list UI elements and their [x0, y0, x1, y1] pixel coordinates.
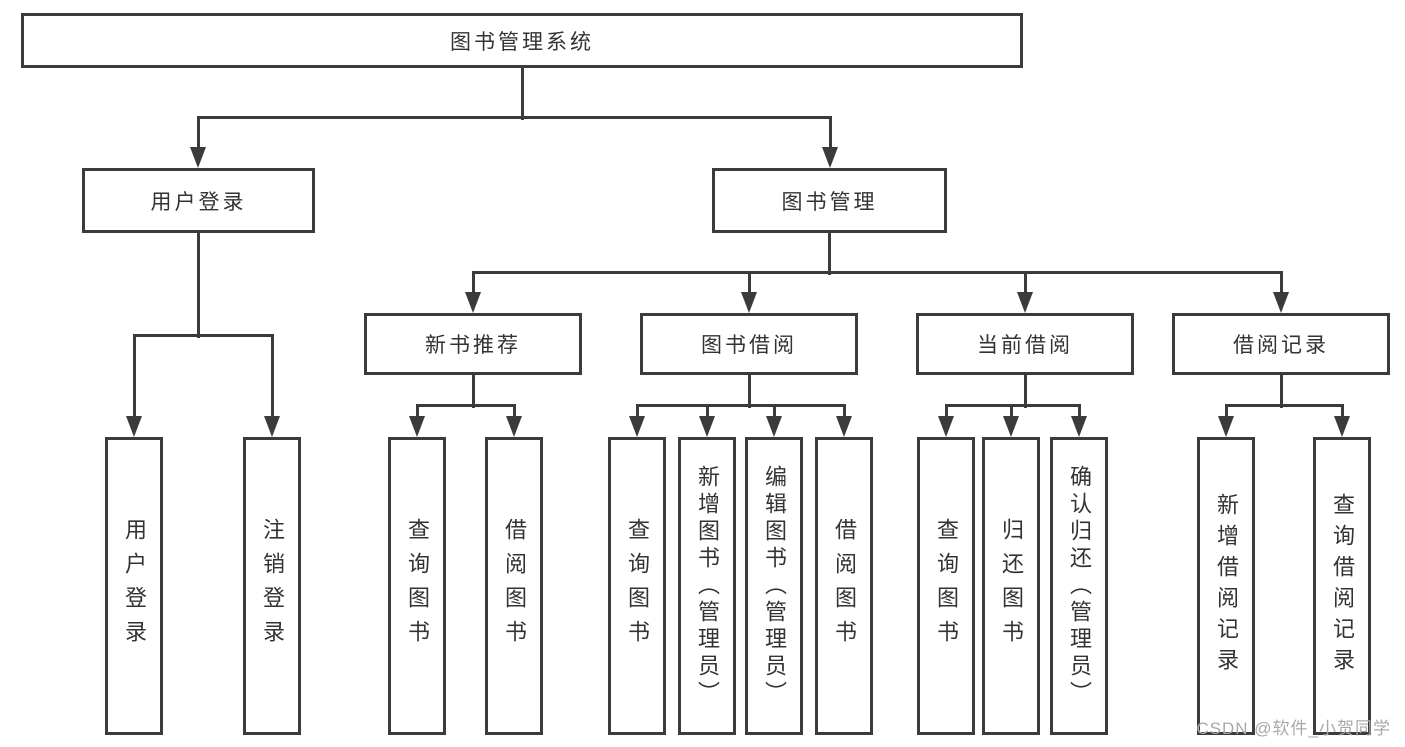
connector-line	[747, 375, 751, 408]
node-label: 借阅记录	[1233, 334, 1329, 357]
connector-line	[944, 403, 1081, 407]
arrowhead-icon	[938, 416, 954, 437]
connector-line	[1077, 405, 1081, 425]
connector-line	[747, 272, 751, 301]
connector-line	[1009, 405, 1013, 425]
leaf-confirm-return-admin: 确认归还（管理员）	[1050, 437, 1108, 735]
connector-line	[842, 405, 846, 425]
connector-line	[1023, 375, 1027, 408]
leaf-label: 归还图书	[999, 518, 1024, 654]
node-label: 用户登录	[150, 190, 247, 214]
leaf-return-books: 归还图书	[982, 437, 1040, 735]
node-label: 图书管理系统	[450, 30, 594, 54]
arrowhead-icon	[264, 416, 280, 437]
connector-line	[635, 403, 846, 407]
leaf-label: 查询图书	[625, 518, 650, 654]
arrowhead-icon	[699, 416, 715, 437]
arrowhead-icon	[1017, 292, 1033, 313]
arrowhead-icon	[1334, 416, 1350, 437]
node-current-borrow: 当前借阅	[916, 313, 1134, 375]
arrowhead-icon	[822, 147, 838, 168]
connector-line	[132, 333, 274, 337]
node-label: 图书借阅	[701, 334, 797, 357]
leaf-label: 确认归还（管理员）	[1067, 464, 1092, 708]
leaf-label: 查询图书	[934, 518, 959, 654]
connector-line	[1224, 403, 1344, 407]
leaf-query-books-borrow: 查询图书	[608, 437, 666, 735]
leaf-label: 用户登录	[122, 518, 147, 654]
leaf-add-borrow-record: 新增借阅记录	[1197, 437, 1255, 735]
connector-line	[520, 68, 524, 120]
leaf-label: 注销登录	[260, 518, 285, 654]
connector-line	[635, 405, 639, 425]
connector-line	[471, 270, 1283, 274]
arrowhead-icon	[741, 292, 757, 313]
leaf-logout: 注销登录	[243, 437, 301, 735]
leaf-borrow-books-recommend: 借阅图书	[485, 437, 543, 735]
connector-line	[1279, 272, 1283, 301]
node-book-borrow: 图书借阅	[640, 313, 858, 375]
arrowhead-icon	[629, 416, 645, 437]
connector-line	[1340, 405, 1344, 425]
leaf-query-books-current: 查询图书	[917, 437, 975, 735]
arrowhead-icon	[190, 147, 206, 168]
connector-line	[827, 233, 831, 275]
arrowhead-icon	[1071, 416, 1087, 437]
connector-line	[772, 405, 776, 425]
leaf-borrow-books: 借阅图书	[815, 437, 873, 735]
node-library-system: 图书管理系统	[21, 13, 1023, 68]
leaf-edit-book-admin: 编辑图书（管理员）	[745, 437, 803, 735]
arrowhead-icon	[1003, 416, 1019, 437]
leaf-label: 借阅图书	[502, 518, 527, 654]
connector-line	[471, 272, 475, 301]
leaf-label: 新增借阅记录	[1214, 493, 1239, 679]
connector-line	[196, 233, 200, 338]
connector-line	[415, 403, 516, 407]
connector-line	[196, 115, 832, 119]
connector-line	[944, 405, 948, 425]
arrowhead-icon	[1218, 416, 1234, 437]
arrowhead-icon	[126, 416, 142, 437]
node-new-book-recommend: 新书推荐	[364, 313, 582, 375]
connector-line	[1224, 405, 1228, 425]
arrowhead-icon	[1273, 292, 1289, 313]
node-label: 图书管理	[781, 190, 878, 214]
arrowhead-icon	[836, 416, 852, 437]
leaf-label: 新增图书（管理员）	[695, 464, 720, 708]
node-borrow-records: 借阅记录	[1172, 313, 1390, 375]
node-book-management: 图书管理	[712, 168, 947, 233]
connector-line	[270, 335, 274, 425]
connector-line	[415, 405, 419, 425]
leaf-query-books-recommend: 查询图书	[388, 437, 446, 735]
arrowhead-icon	[409, 416, 425, 437]
connector-line	[132, 335, 136, 425]
arrowhead-icon	[766, 416, 782, 437]
connector-line	[196, 117, 200, 156]
arrowhead-icon	[465, 292, 481, 313]
leaf-label: 查询图书	[405, 518, 430, 654]
connector-line	[705, 405, 709, 425]
leaf-add-book-admin: 新增图书（管理员）	[678, 437, 736, 735]
leaf-label: 查询借阅记录	[1330, 493, 1355, 679]
leaf-query-borrow-record: 查询借阅记录	[1313, 437, 1371, 735]
node-user-login-branch: 用户登录	[82, 168, 315, 233]
connector-line	[828, 117, 832, 156]
connector-line	[512, 405, 516, 425]
node-label: 当前借阅	[977, 334, 1073, 357]
node-label: 新书推荐	[425, 334, 521, 357]
csdn-watermark: CSDN @软件_小贺同学	[1196, 719, 1391, 738]
connector-line	[1023, 272, 1027, 301]
leaf-label: 借阅图书	[832, 518, 857, 654]
connector-line	[1279, 375, 1283, 408]
connector-line	[471, 375, 475, 408]
leaf-label: 编辑图书（管理员）	[762, 464, 787, 708]
leaf-user-login: 用户登录	[105, 437, 163, 735]
arrowhead-icon	[506, 416, 522, 437]
